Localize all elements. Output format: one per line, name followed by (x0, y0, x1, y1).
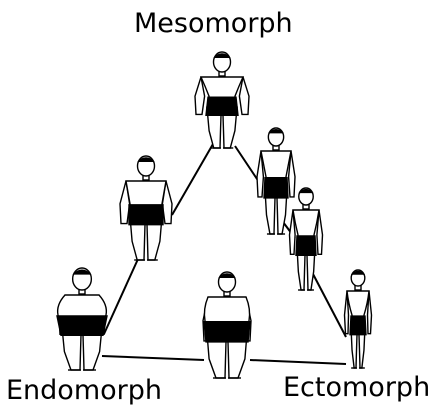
shorts (296, 236, 316, 255)
vertex-label-endomorph: Endomorph (6, 377, 162, 404)
edge-bottom-left (102, 356, 204, 360)
vertex-label-mesomorph: Mesomorph (134, 10, 293, 37)
figure-meso-ecto (257, 128, 295, 234)
edge-top-left-upper (172, 144, 213, 215)
shorts (57, 316, 107, 335)
edge-top-left-lower (104, 259, 138, 334)
shorts (206, 97, 238, 115)
figure-ecto-meso (290, 188, 323, 290)
figure-endo-ecto (203, 272, 251, 378)
edge-top-right-c (313, 274, 346, 337)
figure-endomorph (57, 268, 107, 370)
body-figures (57, 52, 372, 378)
vertex-label-ectomorph: Ectomorph (283, 374, 430, 401)
shorts (264, 178, 288, 198)
shorts (129, 205, 163, 225)
edge-bottom-right (250, 360, 346, 364)
shorts (204, 322, 250, 342)
figure-ectomorph (345, 270, 372, 368)
shorts (350, 316, 366, 335)
figure-endo-meso (120, 156, 172, 260)
figure-mesomorph (195, 52, 249, 148)
